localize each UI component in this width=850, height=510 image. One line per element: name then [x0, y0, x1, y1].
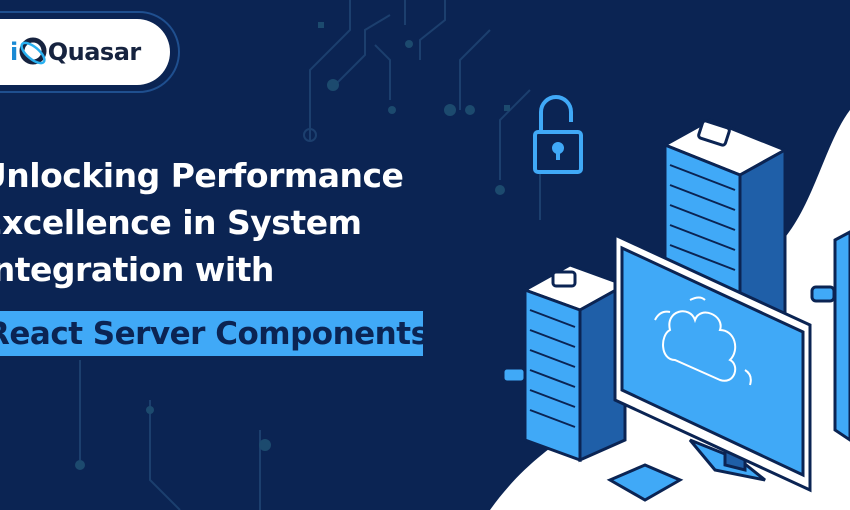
monitor-icon [606, 232, 812, 502]
headline: Unlocking Performance Excellence in Syst… [0, 152, 404, 293]
logo-badge [0, 19, 170, 85]
headline-line-2: Excellence in System [0, 203, 362, 242]
server-icon [521, 263, 629, 463]
logo-ring [0, 11, 180, 93]
headline-line-1: Unlocking Performance [0, 156, 404, 195]
headline-highlight: React Server Components [0, 311, 429, 356]
highlight-text: React Server Components [0, 315, 429, 352]
headline-line-3: Integration with [0, 250, 274, 289]
cloud-icon [654, 296, 752, 386]
unlocked-padlock-icon [533, 95, 583, 174]
server-icon [833, 230, 850, 442]
orbit-q-icon [19, 37, 47, 65]
iquasar-logo: i Quasar [10, 34, 141, 70]
